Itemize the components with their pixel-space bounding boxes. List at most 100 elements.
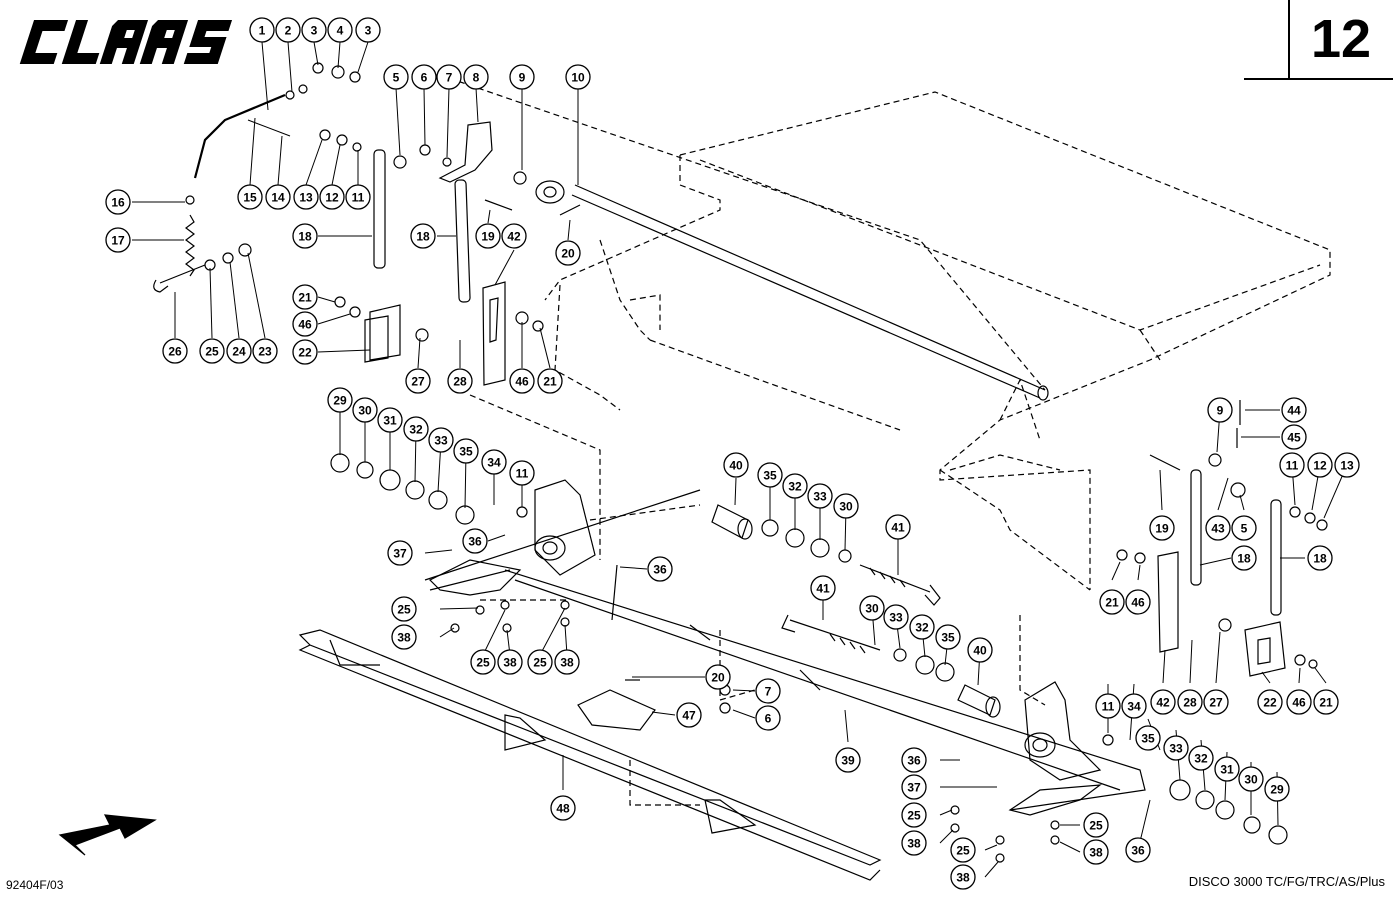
callout-number: 18 [1313, 552, 1327, 566]
callout-bubble [1279, 452, 1305, 478]
callout-number: 24 [232, 345, 246, 359]
callout-number: 47 [682, 709, 696, 723]
part-callout-16: 16 [105, 189, 131, 215]
callout-number: 32 [1194, 752, 1208, 766]
callout-bubble [901, 830, 927, 856]
callout-bubble [383, 64, 409, 90]
callout-number: 41 [891, 521, 905, 535]
callout-number: 44 [1287, 404, 1301, 418]
part-callout-25: 25 [527, 649, 553, 675]
part-callout-18: 18 [292, 223, 318, 249]
part-callout-17: 17 [105, 227, 131, 253]
part-callout-22: 22 [292, 339, 318, 365]
callout-number: 43 [1211, 522, 1225, 536]
callout-number: 20 [561, 247, 575, 261]
page-number-divider-h [1244, 78, 1393, 80]
strap-mid [454, 179, 471, 303]
callout-number: 48 [556, 802, 570, 816]
callout-bubble [345, 184, 371, 210]
callout-number: 46 [298, 318, 312, 332]
callout-number: 46 [1131, 596, 1145, 610]
callout-bubble [676, 702, 702, 728]
callout-bubble [1121, 693, 1147, 719]
callout-number: 22 [1263, 696, 1277, 710]
callout-number: 27 [411, 375, 425, 389]
callout-number: 14 [271, 191, 285, 205]
part-callout-21: 21 [1099, 589, 1125, 615]
callout-number: 2 [285, 24, 292, 38]
part-callout-21: 21 [1313, 689, 1339, 715]
part-callout-18: 18 [1231, 545, 1257, 571]
part-callout-40: 40 [723, 452, 749, 478]
part-callout-5: 5 [1231, 515, 1257, 541]
lever-bracket [438, 121, 493, 183]
frame-outline [439, 74, 1331, 806]
part-callout-11: 11 [1279, 452, 1305, 478]
callout-bubble [883, 604, 909, 630]
callout-number: 25 [1089, 819, 1103, 833]
callout-number: 21 [1105, 596, 1119, 610]
callout-number: 11 [1102, 700, 1115, 714]
callout-bubble [355, 17, 381, 43]
part-callout-11: 11 [345, 184, 371, 210]
callout-number: 38 [397, 631, 411, 645]
part-callout-7: 7 [755, 678, 781, 704]
part-callout-4: 4 [327, 17, 353, 43]
callout-bubble [249, 17, 275, 43]
callout-number: 12 [325, 191, 339, 205]
callout-bubble [935, 624, 961, 650]
part-callout-19: 19 [1149, 515, 1175, 541]
part-callout-28: 28 [447, 368, 473, 394]
part-callout-12: 12 [1307, 452, 1333, 478]
part-callout-25: 25 [199, 338, 225, 364]
skid-left [428, 559, 522, 596]
callout-number: 46 [1292, 696, 1306, 710]
part-callout-6: 6 [755, 705, 781, 731]
part-callout-14: 14 [265, 184, 291, 210]
callout-number: 22 [298, 346, 312, 360]
part-callout-9: 9 [1207, 397, 1233, 423]
part-callout-35: 35 [453, 438, 479, 464]
callout-number: 39 [841, 754, 855, 768]
drawing-code: 92404F/03 [6, 878, 64, 892]
callout-number: 32 [915, 621, 929, 635]
part-callout-30: 30 [833, 493, 859, 519]
callout-bubble [1281, 397, 1307, 423]
callout-number: 30 [1244, 773, 1258, 787]
long-bolt-lower [781, 614, 881, 651]
part-callout-27: 27 [1203, 689, 1229, 715]
callout-number: 36 [1131, 844, 1145, 858]
part-callout-38: 38 [391, 624, 417, 650]
part-callout-23: 23 [252, 338, 278, 364]
part-callout-32: 32 [1188, 745, 1214, 771]
callout-bubble [755, 678, 781, 704]
callout-bubble [453, 438, 479, 464]
page-number: 12 [1310, 9, 1372, 69]
callout-number: 7 [446, 71, 453, 85]
callout-number: 10 [571, 71, 585, 85]
pivot-bearing-right [1024, 681, 1102, 781]
callout-bubble [509, 64, 535, 90]
callout-bubble [1334, 452, 1360, 478]
part-callout-32: 32 [782, 473, 808, 499]
callout-number: 29 [333, 394, 347, 408]
callout-bubble [550, 795, 576, 821]
skid-shoe [577, 689, 656, 731]
part-callout-1: 1 [249, 17, 275, 43]
part-callout-38: 38 [1083, 839, 1109, 865]
callout-bubble [565, 64, 591, 90]
part-callout-32: 32 [909, 614, 935, 640]
part-callout-10: 10 [565, 64, 591, 90]
callout-bubble [901, 747, 927, 773]
callout-number: 27 [1209, 696, 1223, 710]
callout-number: 36 [653, 563, 667, 577]
callout-number: 3 [365, 24, 372, 38]
part-callout-44: 44 [1281, 397, 1307, 423]
part-callout-21: 21 [292, 284, 318, 310]
callout-number: 18 [298, 230, 312, 244]
callout-number: 6 [765, 712, 772, 726]
callout-bubble [162, 338, 188, 364]
adjusting-plate-left [482, 281, 506, 386]
part-callout-11: 11 [509, 460, 535, 486]
claas-logo [19, 20, 233, 64]
